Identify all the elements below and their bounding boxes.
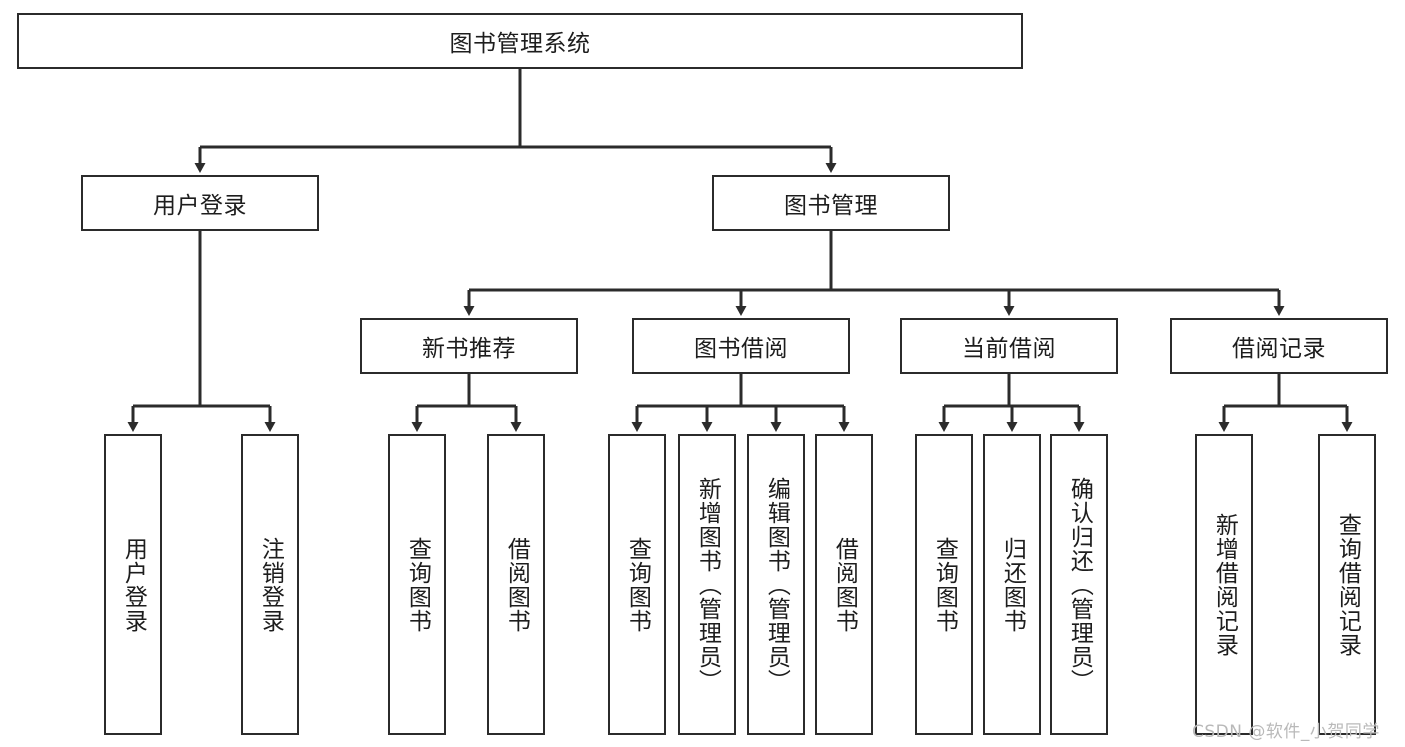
- node-label: 图书借阅: [694, 336, 788, 362]
- node-leaf-8: 借阅图书: [815, 434, 873, 735]
- node-label: 编辑图书（管理员）: [763, 476, 790, 693]
- node-root: 图书管理系统: [17, 13, 1023, 69]
- node-leaf-10: 归还图书: [983, 434, 1041, 735]
- node-borrow-log: 借阅记录: [1170, 318, 1388, 374]
- node-book-mgmt: 图书管理: [712, 175, 950, 231]
- node-leaf-11: 确认归还（管理员）: [1050, 434, 1108, 735]
- node-label: 借阅图书: [503, 536, 530, 633]
- node-leaf-12: 新增借阅记录: [1195, 434, 1253, 735]
- node-label: 借阅图书: [831, 536, 858, 633]
- node-book-borrow: 图书借阅: [632, 318, 850, 374]
- node-leaf-1: 用户登录: [104, 434, 162, 735]
- node-user-login: 用户登录: [81, 175, 319, 231]
- node-label: 图书管理系统: [449, 31, 591, 57]
- node-label: 用户登录: [120, 536, 147, 633]
- node-leaf-5: 查询图书: [608, 434, 666, 735]
- node-label: 查询借阅记录: [1334, 512, 1361, 657]
- node-leaf-13: 查询借阅记录: [1318, 434, 1376, 735]
- node-label: 查询图书: [624, 536, 651, 633]
- node-leaf-4: 借阅图书: [487, 434, 545, 735]
- node-label: 新增图书（管理员）: [694, 476, 721, 693]
- node-leaf-3: 查询图书: [388, 434, 446, 735]
- node-label: 新书推荐: [422, 336, 516, 362]
- node-label: 借阅记录: [1232, 336, 1326, 362]
- node-new-book-rec: 新书推荐: [360, 318, 578, 374]
- node-label: 图书管理: [784, 193, 878, 219]
- node-label: 查询图书: [931, 536, 958, 633]
- node-label: 当前借阅: [962, 336, 1056, 362]
- node-label: 新增借阅记录: [1211, 512, 1238, 657]
- node-leaf-6: 新增图书（管理员）: [678, 434, 736, 735]
- node-leaf-2: 注销登录: [241, 434, 299, 735]
- node-leaf-9: 查询图书: [915, 434, 973, 735]
- node-label: 确认归还（管理员）: [1066, 476, 1093, 693]
- node-label: 用户登录: [153, 193, 247, 219]
- node-label: 查询图书: [404, 536, 431, 633]
- node-cur-borrow: 当前借阅: [900, 318, 1118, 374]
- node-label: 注销登录: [257, 536, 284, 633]
- node-label: 归还图书: [999, 536, 1026, 633]
- node-leaf-7: 编辑图书（管理员）: [747, 434, 805, 735]
